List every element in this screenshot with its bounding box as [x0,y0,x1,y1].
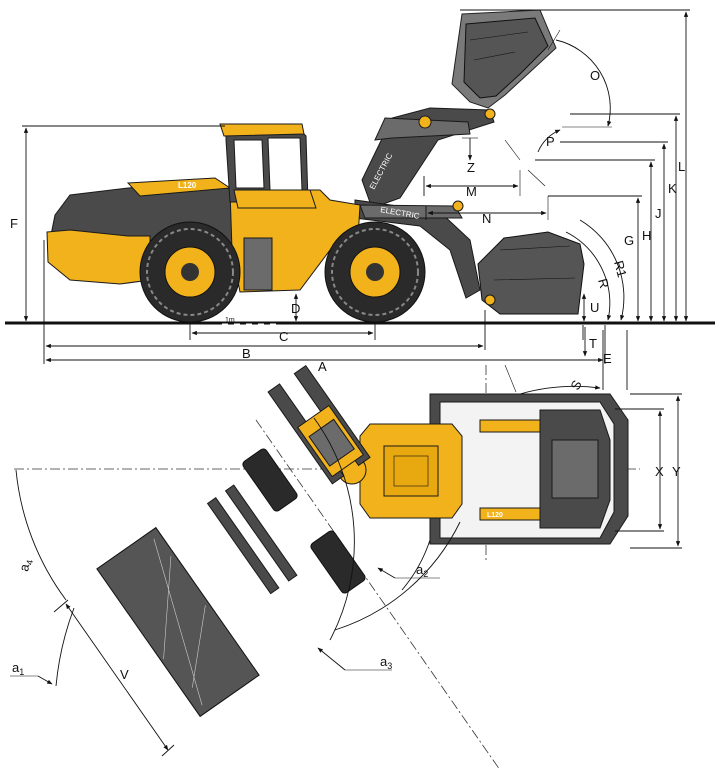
front-tire-right-top [310,530,366,594]
label-j: J [655,206,662,221]
lowered-boom-arm [354,199,481,299]
label-a1: a1 [12,660,24,677]
label-u: U [590,300,599,315]
label-c: C [279,329,288,344]
label-1m: 1m [225,317,235,324]
front-tire-left-top [242,448,298,512]
front-wheel [324,221,426,323]
label-z: Z [467,160,475,175]
decal-model-side: L120 [178,181,197,190]
label-y: Y [672,464,681,479]
label-n: N [482,211,491,226]
cab-roof [219,123,305,137]
label-f: F [10,216,18,231]
label-b: B [242,346,251,361]
label-e: E [603,351,612,366]
label-d: D [291,301,300,316]
top-view: L120 [10,364,682,771]
rear-wheel [139,221,241,323]
boom-top [206,484,298,595]
label-h: H [642,228,651,243]
label-a4: a4 [16,558,35,573]
label-p: P [546,134,555,149]
label-l: L [678,159,685,174]
label-r1: R1 [611,259,630,279]
cab-window-side [233,139,265,189]
label-a: A [318,359,327,374]
raised-bucket [451,9,557,109]
rear-counterweight [46,229,151,285]
arc-a2 [401,539,431,591]
arc-a3 [313,417,355,641]
label-x: X [655,464,664,479]
arc-a4 [15,469,67,601]
label-v: V [120,667,129,682]
label-k: K [668,181,677,196]
label-m: M [466,184,477,199]
bucket-top [96,526,260,718]
label-t: T [589,336,597,351]
lowered-bucket [477,231,585,315]
label-a2: a2 [416,562,428,579]
steps [243,237,273,291]
side-view: ELECTRIC ELECTRIC L120 [5,9,715,390]
label-g: G [624,233,634,248]
cab-window-front [267,137,303,191]
front-frame-top [267,364,371,485]
label-o: O [590,68,600,83]
label-r: R [595,277,612,290]
decal-model-top: L120 [487,512,503,519]
label-s: S [567,377,584,392]
label-a3: a3 [380,654,392,671]
raised-tilt-link [374,117,471,141]
